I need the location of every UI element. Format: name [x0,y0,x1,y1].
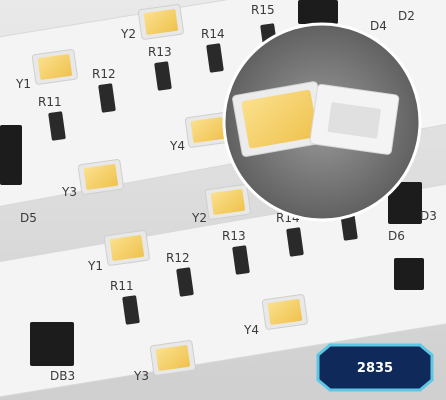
label-r12-lower: R12 [166,251,190,265]
left-edge-chip [0,125,22,185]
label-y1-upper: Y1 [15,77,31,91]
label-db3-lower: DB3 [50,369,75,383]
ic-chips [0,0,424,366]
lower-leds [103,184,308,376]
label-r12-upper: R12 [92,67,116,81]
label-y2-lower: Y2 [191,211,207,225]
top-chip [298,0,338,24]
label-r14-upper: R14 [201,27,225,41]
upper-leds [31,4,231,195]
diode-chip-lower-right [394,258,424,290]
bridge-rectifier-ic [30,322,74,366]
lower-resistors [122,211,358,325]
label-r13-upper: R13 [148,45,172,59]
label-r11-upper: R11 [38,95,62,109]
label-r13-lower: R13 [222,229,246,243]
closeup-led-front [232,81,328,157]
label-y4-lower: Y4 [243,323,259,337]
label-d4-upper: D4 [370,19,387,33]
label-y3-upper: Y3 [61,185,77,199]
label-y1-lower: Y1 [87,259,103,273]
diode-chip-right [388,182,422,224]
label-y4-upper: Y4 [169,139,185,153]
label-d2-upper: D2 [398,9,415,23]
label-r15-upper: R15 [251,3,275,17]
label-y2-upper: Y2 [120,27,136,41]
label-r11-lower: R11 [110,279,134,293]
label-y3-lower: Y3 [133,369,149,383]
closeup-led-back [309,84,400,155]
upper-resistors [48,23,278,141]
label-d3-lower: D3 [420,209,437,223]
led-closeup-inset [222,22,422,222]
label-d5-upper: D5 [20,211,37,225]
package-size-badge: 2835 [316,343,434,392]
badge-label: 2835 [357,361,393,376]
label-d6-lower: D6 [388,229,405,243]
